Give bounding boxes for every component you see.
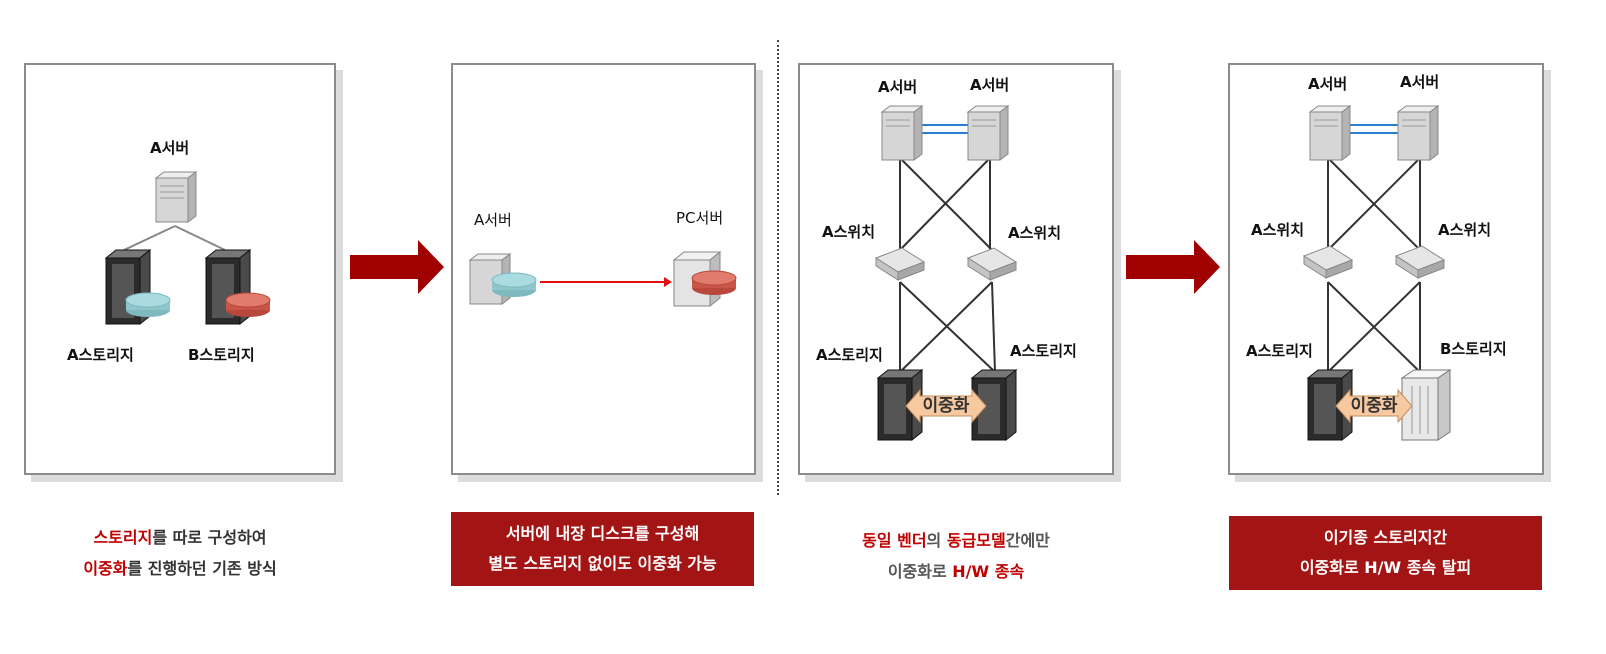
panel-same-vendor [798,63,1114,475]
duplex-label: 이중화 [1350,396,1398,416]
server-icon [966,105,1010,161]
storage-label: B스토리지 [1440,340,1507,358]
server-icon [1308,105,1352,161]
storage-label: A스토리지 [816,346,883,364]
server-label: A서버 [150,139,190,157]
switch-icon [1302,245,1354,279]
storage-label: A스토리지 [1246,342,1313,360]
disk-icon [225,292,271,317]
double-arrow-icon [905,388,987,424]
server-label: A서버 [878,78,918,96]
server-label: A서버 [474,211,512,229]
server-label: A서버 [970,76,1010,94]
disk-icon [691,270,737,295]
switch-icon [1394,245,1446,279]
caption-internal-disk: 서버에 내장 디스크를 구성해 별도 스토리지 없이도 이중화 가능 [451,512,754,586]
storage-a-label: A스토리지 [67,346,134,364]
caption-heterogeneous: 이기종 스토리지간 이중화로 H/W 종속 탈피 [1229,516,1542,590]
caption-legacy: 스토리지를 따로 구성하여 이중화를 진행하던 기존 방식 [83,528,277,578]
dotted-separator [777,40,779,495]
pc-server-label: PC서버 [676,209,724,227]
storage-b-label: B스토리지 [188,346,255,364]
storage-label: A스토리지 [1010,342,1077,360]
switch-icon [966,247,1018,281]
server-icon [880,105,924,161]
switch-label: A스위치 [1251,221,1305,239]
server-icon [154,171,198,223]
duplex-label: 이중화 [922,396,970,416]
switch-label: A스위치 [1008,224,1062,242]
caption-same-vendor: 동일 벤더의 동급모델간에만 이중화로 H/W 종속 [862,531,1050,581]
storage-icon [1306,368,1354,442]
server-icon [1396,105,1440,161]
disk-icon [125,292,171,317]
switch-icon [874,247,926,281]
arrow-right-2 [1126,240,1220,294]
server-label: A서버 [1400,73,1440,91]
arrow-right-1 [350,240,444,294]
switch-label: A스위치 [822,223,876,241]
disk-icon [491,272,537,297]
server-label: A서버 [1308,75,1348,93]
panel-legacy [24,63,336,475]
double-arrow-icon [1335,388,1413,424]
switch-label: A스위치 [1438,221,1492,239]
